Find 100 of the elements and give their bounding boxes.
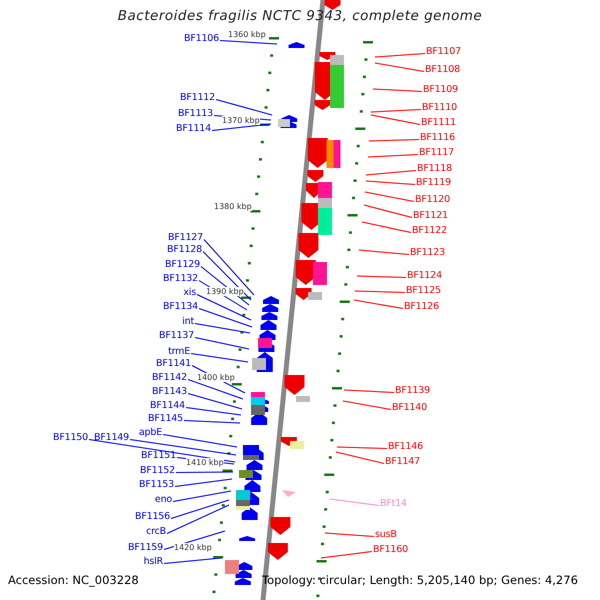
leader-line xyxy=(324,532,374,537)
leader-line xyxy=(358,250,410,255)
leader-line xyxy=(170,500,230,519)
leader-line xyxy=(188,379,244,400)
gene-label: BF1153 xyxy=(139,479,174,490)
footer-text: Accession: NC_003228 xyxy=(8,575,139,586)
chart-title: Bacteroides fragilis NCTC 9343, complete genome xyxy=(116,11,484,22)
leader-line xyxy=(366,170,416,176)
gene-label: BF1114 xyxy=(176,123,211,134)
leader-line xyxy=(336,452,384,464)
leader-line xyxy=(172,490,232,502)
gene-label: BF1156 xyxy=(135,511,170,522)
gene-label: BF1117 xyxy=(419,147,454,158)
gene-label: BF1106 xyxy=(184,33,219,44)
gene-label: BF1134 xyxy=(163,301,198,312)
gene-label: BF1127 xyxy=(168,232,203,243)
leader-line xyxy=(362,222,412,233)
leader-line xyxy=(320,551,372,558)
gene-label: int xyxy=(182,316,194,327)
leader-line xyxy=(166,504,230,534)
scale-label: 1400 kbp xyxy=(197,373,235,382)
gene-label: BF1109 xyxy=(423,84,458,95)
gene-label: BF1142 xyxy=(152,372,187,383)
leader-line xyxy=(202,251,252,300)
leader-line xyxy=(370,114,420,125)
leader-line xyxy=(342,400,392,410)
leader-line xyxy=(368,139,420,142)
gene-label: BF1151 xyxy=(141,450,176,461)
gene-label: BF1116 xyxy=(420,132,455,143)
leader-line xyxy=(344,390,394,393)
leader-line xyxy=(212,124,272,131)
gene-label: BF1120 xyxy=(415,194,450,205)
leader-line xyxy=(198,308,252,328)
gene-label: BF1107 xyxy=(426,46,461,57)
leader-line xyxy=(194,323,250,334)
leader-line xyxy=(162,434,238,448)
scale-label: 1370 kbp xyxy=(222,116,260,125)
gene-label: BFt14 xyxy=(380,498,407,509)
gene-label: apbE xyxy=(138,427,162,438)
scale-label: 1410 kbp xyxy=(186,458,224,467)
gene-label: BF1140 xyxy=(392,402,427,413)
leader-line xyxy=(372,88,422,92)
leader-line xyxy=(88,439,236,462)
gene-label: BF1108 xyxy=(425,64,460,75)
footer-text: Topology: circular; Length: 5,205,140 bp; Genes: 4,276 xyxy=(262,575,578,586)
gene-label: BF1149 xyxy=(94,432,129,443)
gene-label: hslR xyxy=(144,556,163,567)
gene-label: crcB xyxy=(146,526,166,537)
gene-label: susB xyxy=(375,529,397,540)
gene-label: BF1122 xyxy=(412,225,447,236)
leader-line xyxy=(220,40,278,44)
leader-line xyxy=(204,239,254,296)
gene-label: BF1126 xyxy=(404,301,439,312)
gene-label: BF1147 xyxy=(385,456,420,467)
gene-label: BF1152 xyxy=(140,465,175,476)
gene-label: BF1123 xyxy=(410,247,445,258)
leader-line xyxy=(354,300,404,309)
gene-label: BF1113 xyxy=(178,108,213,119)
leader-line xyxy=(374,53,426,58)
gene-label: BF1121 xyxy=(413,210,448,221)
gene-label: BF1118 xyxy=(417,163,452,174)
leader-line xyxy=(330,498,380,506)
leader-line xyxy=(194,337,250,350)
gene-label: BF1145 xyxy=(148,413,183,424)
gene-label: BF1150 xyxy=(53,432,88,443)
leader-line xyxy=(368,154,418,158)
gene-label: BF1139 xyxy=(395,385,430,396)
leader-line xyxy=(130,439,236,456)
leader-line xyxy=(216,99,272,116)
gene-label: BF1128 xyxy=(167,244,202,255)
leader-line xyxy=(356,276,406,278)
gene-label: BF1124 xyxy=(407,270,442,281)
leader-line xyxy=(336,446,388,449)
leader-line xyxy=(364,204,412,218)
leader-line xyxy=(374,62,424,72)
leader-line xyxy=(190,353,248,362)
gene-label: BF1141 xyxy=(156,358,191,369)
leader-line xyxy=(366,180,416,185)
gene-label: BF1132 xyxy=(163,273,198,284)
gene-label: BF1146 xyxy=(388,441,423,452)
gene-label: BF1125 xyxy=(406,285,441,296)
gene-label: BF1111 xyxy=(421,117,456,128)
leader-line xyxy=(176,472,234,473)
leader-line xyxy=(354,290,406,293)
gene-label: trmE xyxy=(168,346,190,357)
gene-label: BF1112 xyxy=(180,92,215,103)
scale-label: 1360 kbp xyxy=(228,30,266,39)
leader-line xyxy=(370,109,422,112)
leader-line xyxy=(364,192,414,202)
gene-label: BF1129 xyxy=(165,259,200,270)
leader-line xyxy=(174,478,232,487)
leader-line xyxy=(186,407,242,416)
scale-label: 1380 kbp xyxy=(214,202,252,211)
leader-line xyxy=(164,558,222,564)
gene-label: BF1119 xyxy=(416,177,451,188)
leader-line xyxy=(184,420,240,424)
gene-label: BF1159 xyxy=(128,542,163,553)
gene-label: BF1144 xyxy=(150,400,185,411)
gene-label: xis xyxy=(183,287,196,298)
gene-label: BF1137 xyxy=(159,330,194,341)
